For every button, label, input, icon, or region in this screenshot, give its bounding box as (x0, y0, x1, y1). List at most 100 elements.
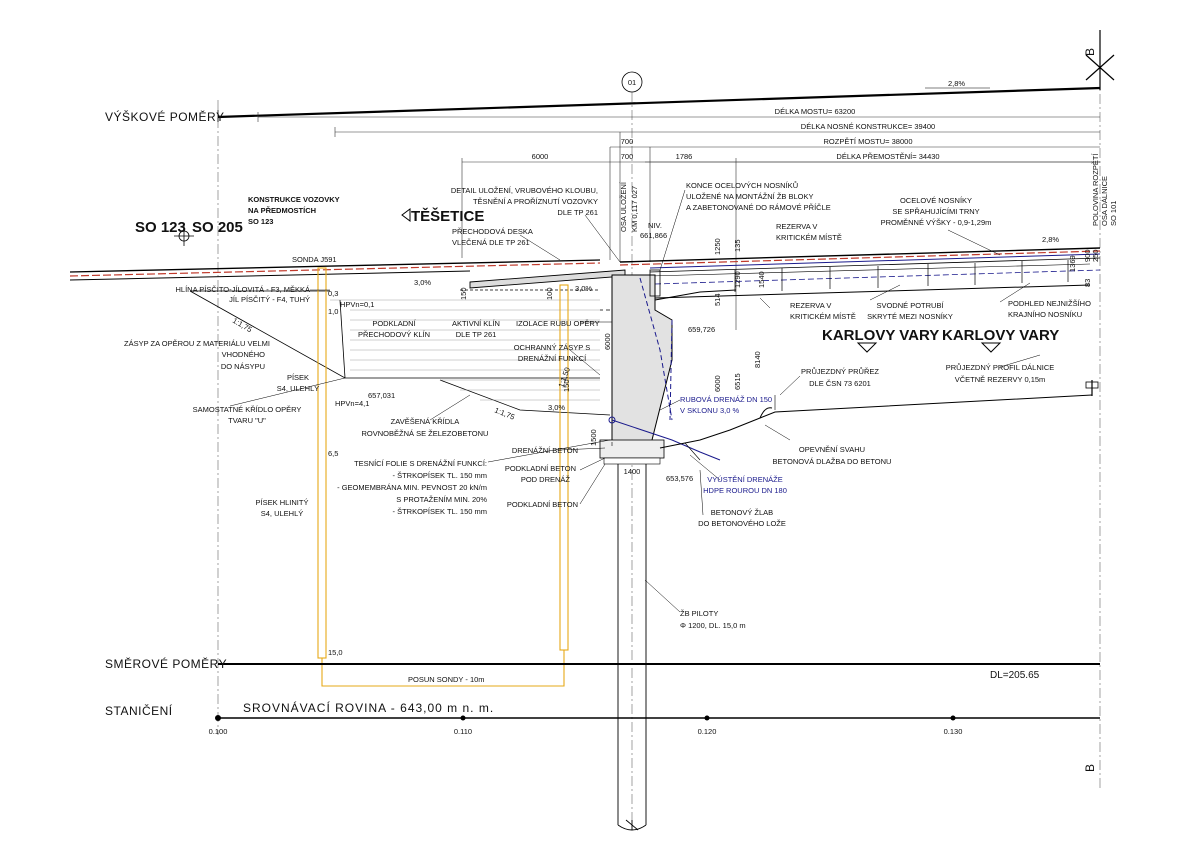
svg-text:- ŠTRKOPÍSEK TL. 150 mm: - ŠTRKOPÍSEK TL. 150 mm (393, 507, 487, 516)
dim-v-1500: 1500 (589, 429, 598, 446)
dim-v-900: 900 (1083, 249, 1092, 262)
height-profile (217, 86, 1101, 119)
station-0110: 0.110 (454, 727, 472, 736)
svg-text:BETONOVÁ DLAŽBA DO BETONU: BETONOVÁ DLAŽBA DO BETONU (773, 457, 892, 466)
svg-text:ŽB PILOTY: ŽB PILOTY (680, 609, 718, 618)
label-betonovy-zlab: BETONOVÝ ŽLAB DO BETONOVÉHO LOŽE (698, 508, 786, 528)
svg-text:ULOŽENÉ NA MONTÁŽNÍ ŽB BLOKY: ULOŽENÉ NA MONTÁŽNÍ ŽB BLOKY (686, 192, 814, 201)
svg-text:RUBOVÁ DRENÁŽ DN 150: RUBOVÁ DRENÁŽ DN 150 (680, 395, 772, 404)
row-staniceni: STANIČENÍ (105, 703, 173, 718)
svg-text:SVODNÉ POTRUBÍ: SVODNÉ POTRUBÍ (876, 301, 944, 310)
svg-text:DO NÁSYPU: DO NÁSYPU (221, 362, 265, 371)
label-prujezdny-prurez: PRŮJEZDNÝ PRŮŘEZ DLE ČSN 73 6201 (801, 367, 879, 388)
svg-text:IZOLACE RUBU OPĚRY: IZOLACE RUBU OPĚRY (516, 319, 600, 328)
dim-v-6000b: 6000 (603, 333, 612, 350)
label-rezerva-top: REZERVA V KRITICKÉM MÍSTĚ (776, 222, 842, 242)
row-smerove: SMĚROVÉ POMĚRY (105, 656, 227, 671)
dim-rozpeti: ROZPĚTÍ MOSTU= 38000 (824, 137, 913, 146)
svg-text:PODKLADNÍ BETON: PODKLADNÍ BETON (505, 464, 576, 473)
slope-30b: 3,0% (575, 284, 592, 293)
label-pisek-hlinity: PÍSEK HLINITÝ S4, ULEHLÝ (256, 498, 309, 518)
hpv-41: HPVn=4,1 (335, 399, 369, 408)
svg-text:SAMOSTATNÉ KŘÍDLO OPĚRY: SAMOSTATNÉ KŘÍDLO OPĚRY (193, 405, 302, 414)
label-samostatne: SAMOSTATNÉ KŘÍDLO OPĚRY TVARU "U" (193, 405, 302, 425)
so-205: SO 205 (192, 219, 243, 236)
svg-text:S PROTAŽENÍM MIN. 20%: S PROTAŽENÍM MIN. 20% (396, 495, 487, 504)
dimension-chains (257, 112, 1100, 330)
svg-text:DLE TP 261: DLE TP 261 (557, 208, 598, 217)
elev-659: 659,726 (688, 325, 715, 334)
label-zb-piloty: ŽB PILOTY Φ 1200, DL. 15,0 m (680, 609, 746, 630)
label-izolace: IZOLACE RUBU OPĚRY (516, 319, 600, 328)
svg-text:PODKLADNÍ BETON: PODKLADNÍ BETON (507, 500, 578, 509)
label-opevneni: OPEVNĚNÍ SVAHU BETONOVÁ DLAŽBA DO BETONU (773, 445, 892, 466)
svg-text:SKRYTÉ MEZI NOSNÍKY: SKRYTÉ MEZI NOSNÍKY (867, 312, 953, 321)
svg-text:ROVNOBĚŽNÁ SE ŽELEZOBETONU: ROVNOBĚŽNÁ SE ŽELEZOBETONU (362, 429, 489, 438)
slope-top: 2,8% (948, 79, 965, 88)
row-vyskove: VÝŠKOVÉ POMĚRY (105, 109, 224, 124)
svg-text:VHODNÉHO: VHODNÉHO (222, 350, 266, 359)
so-101: SO 101 (1109, 201, 1118, 226)
svg-text:AKTIVNÍ KLÍN: AKTIVNÍ KLÍN (452, 319, 500, 328)
dim-delka-nosne: DÉLKA NOSNÉ KONSTRUKCE= 39400 (801, 122, 935, 131)
axis-circle (621, 71, 643, 93)
svg-text:V SKLONU 3,0 %: V SKLONU 3,0 % (680, 406, 740, 415)
svg-text:ZAVĚŠENÁ KŘÍDLA: ZAVĚŠENÁ KŘÍDLA (391, 417, 460, 426)
polovina-rozpeti: POLOVINA ROZPĚTÍ (1091, 153, 1100, 226)
drainage (611, 277, 721, 461)
svg-text:PÍSEK: PÍSEK (287, 373, 309, 382)
label-vyusteni: VYÚSTĚNÍ DRENÁŽE HDPE ROUROU DN 180 (703, 475, 787, 495)
svg-text:SE SPŘAHUJÍCÍMI TRNY: SE SPŘAHUJÍCÍMI TRNY (892, 207, 979, 216)
dim-6000: 6000 (532, 152, 549, 161)
label-pisek-s4: PÍSEK S4, ULEHLÝ (277, 373, 320, 393)
marker-b-bottom: B (1083, 763, 1097, 772)
svg-text:- GEOMEMBRÁNA MIN. PEVNOST 20: - GEOMEMBRÁNA MIN. PEVNOST 20 kN/m (337, 483, 487, 492)
label-podhled: PODHLED NEJNIŽŠÍHO KRAJNÍHO NOSNÍKU (1008, 299, 1091, 319)
label-svodne: SVODNÉ POTRUBÍ SKRYTÉ MEZI NOSNÍKY (867, 301, 953, 321)
osa-ulozeni: OSA ULOŽENÍ (619, 181, 628, 232)
hpv-01: HPVn=0,1 (340, 300, 374, 309)
dl-label: DL=205.65 (990, 670, 1040, 681)
svg-text:ZÁSYP ZA OPĚROU Z MATERIÁLU VE: ZÁSYP ZA OPĚROU Z MATERIÁLU VELMI (124, 339, 270, 348)
probe-03: 0,3 (328, 289, 338, 298)
station-ticks (215, 715, 956, 721)
dim-700a: 700 (621, 137, 634, 146)
sonda-label: SONDA J591 (292, 255, 337, 264)
vertical-dims: 1250 135 1290 514 1540 8140 6000 6515 90… (459, 238, 1100, 446)
dim-v-135: 135 (733, 239, 742, 252)
karlovy-vary-1: KARLOVY VARY (822, 327, 939, 344)
svg-text:VČETNĚ REZERVY 0,15m: VČETNĚ REZERVY 0,15m (955, 375, 1046, 384)
dim-v-250: 250 (1091, 249, 1100, 262)
svg-text:Φ 1200, DL. 15,0 m: Φ 1200, DL. 15,0 m (680, 621, 746, 630)
label-detail: DETAIL ULOŽENÍ, VRUBOVÉHO KLOUBU, TĚSNĚN… (451, 186, 598, 217)
svg-text:TVARU "U": TVARU "U" (228, 416, 266, 425)
dim-v-83: 83 (1083, 279, 1092, 287)
karlovy-vary-2: KARLOVY VARY (942, 327, 1059, 344)
dim-v-1290: 1290 (733, 271, 742, 288)
label-ochranny: OCHRANNÝ ZÁSYP S DRENÁŽNÍ FUNKCÍ (514, 343, 591, 363)
dim-v-1250: 1250 (713, 238, 722, 255)
svg-text:REZERVA V: REZERVA V (776, 222, 817, 231)
svg-text:DLE ČSN 73 6201: DLE ČSN 73 6201 (809, 379, 871, 388)
svg-text:A ZABETONOVANÉ DO RÁMOVÉ PŘÍČL: A ZABETONOVANÉ DO RÁMOVÉ PŘÍČLE (686, 203, 831, 212)
label-tesnici: TESNÍCÍ FOLIE S DRENÁŽNÍ FUNKCÍ: - ŠTRKO… (337, 459, 487, 516)
dim-1400: 1400 (624, 467, 641, 476)
svg-text:PŘECHODOVÁ DESKA: PŘECHODOVÁ DESKA (452, 227, 533, 236)
elev-657: 657,031 (368, 391, 395, 400)
svg-text:TESNÍCÍ FOLIE S DRENÁŽNÍ FUNKC: TESNÍCÍ FOLIE S DRENÁŽNÍ FUNKCÍ: (354, 459, 487, 468)
dim-v-8140: 8140 (753, 351, 762, 368)
dim-v-150b: 150 (562, 379, 571, 392)
svg-text:DETAIL ULOŽENÍ, VRUBOVÉHO KLOU: DETAIL ULOŽENÍ, VRUBOVÉHO KLOUBU, (451, 186, 598, 195)
svg-text:KRITICKÉM MÍSTĚ: KRITICKÉM MÍSTĚ (776, 233, 842, 242)
svg-text:HLÍNA PÍSČITO-JÍLOVITÁ - F3, M: HLÍNA PÍSČITO-JÍLOVITÁ - F3, MĚKKÁ (176, 285, 310, 294)
svg-text:KRITICKÉM MÍSTĚ: KRITICKÉM MÍSTĚ (790, 312, 856, 321)
dim-v-100: 100 (545, 287, 554, 300)
ratio-175a: 1:1,75 (231, 316, 254, 334)
label-konstrukce: KONSTRUKCE VOZOVKY NA PŘEDMOSTÍCH SO 123 (248, 195, 340, 226)
axis-label: 01 (628, 78, 636, 87)
svg-text:DRENÁŽNÍ BETON: DRENÁŽNÍ BETON (512, 446, 578, 455)
svg-text:OCELOVÉ NOSNÍKY: OCELOVÉ NOSNÍKY (900, 196, 972, 205)
dim-v-6000a: 6000 (713, 375, 722, 392)
label-ocelove: OCELOVÉ NOSNÍKY SE SPŘAHUJÍCÍMI TRNY PRO… (881, 196, 992, 227)
